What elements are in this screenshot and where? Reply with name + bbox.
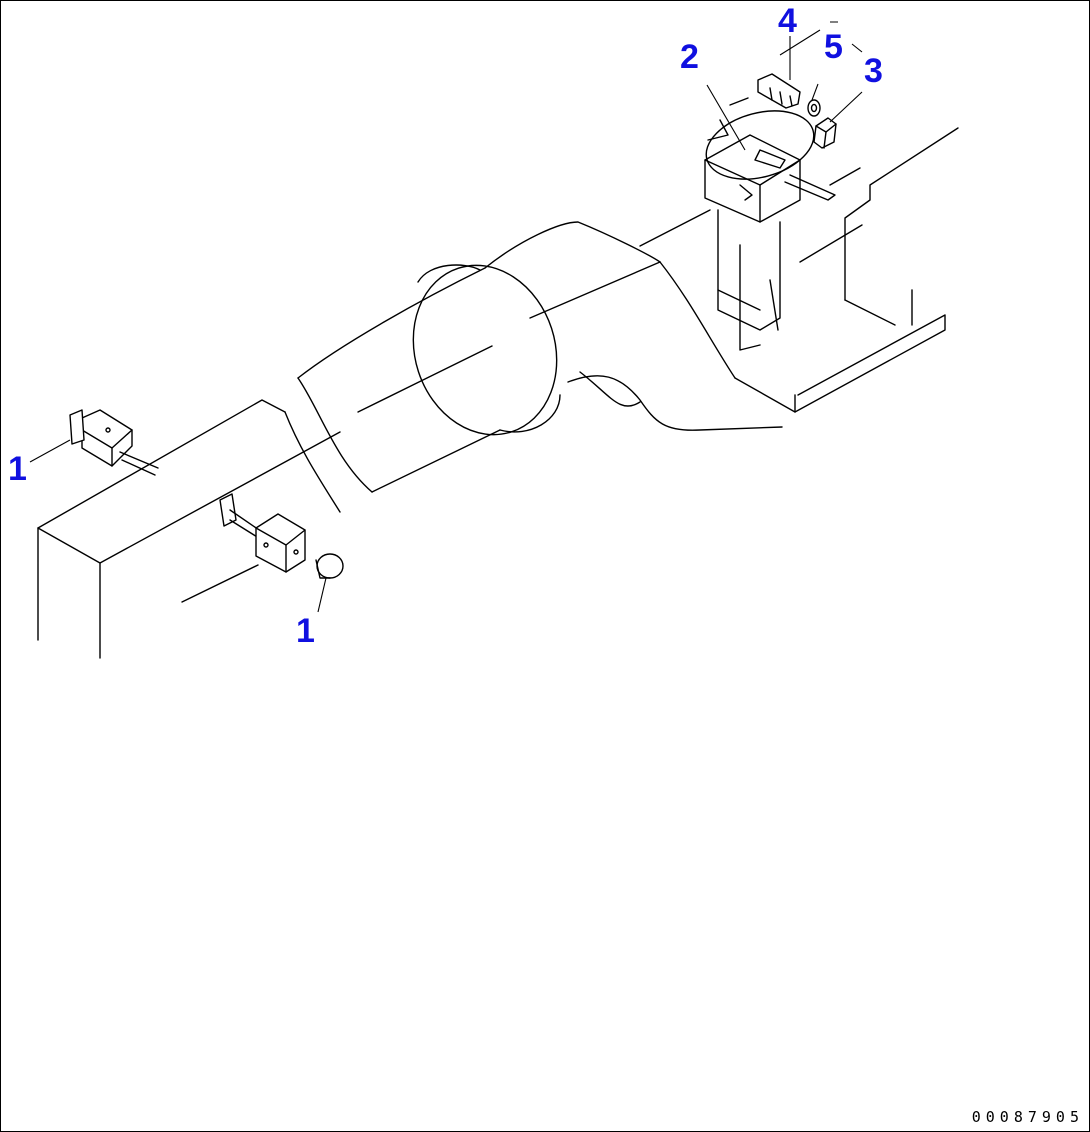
drawing-number: 00087905 bbox=[971, 1108, 1084, 1126]
callout-4: 4 bbox=[778, 2, 797, 40]
washer-part-5 bbox=[807, 99, 821, 117]
arrow-mark bbox=[729, 97, 749, 106]
valve-bracket bbox=[704, 110, 836, 351]
callout-5: 5 bbox=[824, 28, 843, 66]
callout-3: 3 bbox=[864, 52, 883, 90]
frame-box bbox=[37, 399, 341, 659]
switch-part-1-lower bbox=[219, 493, 344, 579]
callout-2: 2 bbox=[680, 38, 699, 76]
switch-part-1-upper bbox=[69, 409, 159, 476]
callout-1-upper: 1 bbox=[8, 450, 27, 488]
fitting-part-3 bbox=[813, 117, 837, 149]
callout-1-lower: 1 bbox=[296, 612, 315, 650]
bolt-part-4 bbox=[757, 73, 801, 109]
duct-body bbox=[284, 209, 783, 513]
right-frame bbox=[734, 127, 959, 413]
leader-lines bbox=[29, 21, 863, 613]
